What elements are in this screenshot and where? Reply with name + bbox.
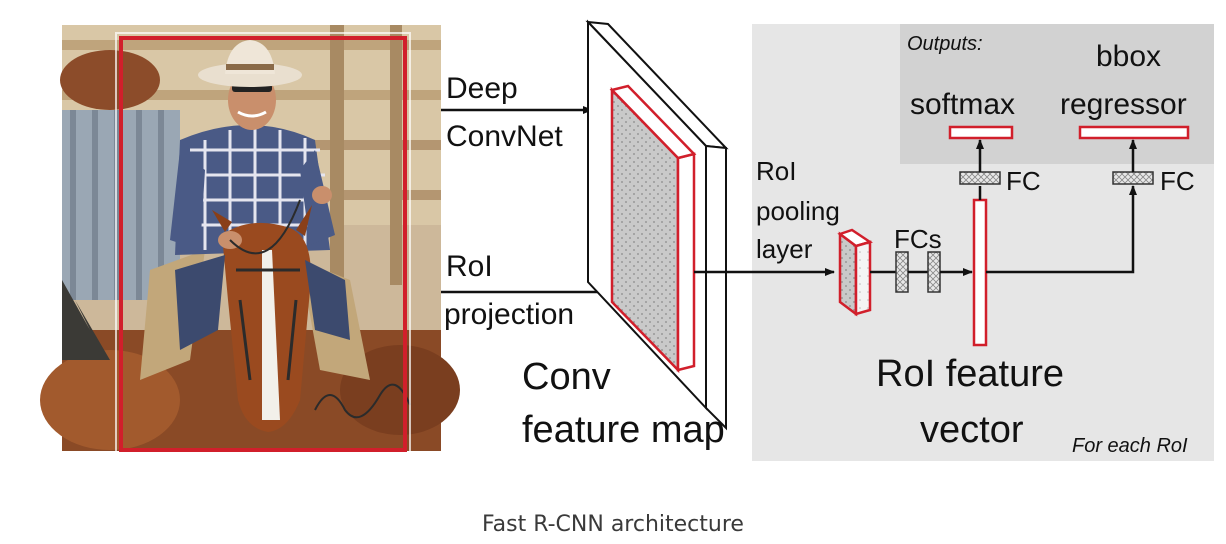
label-projection: projection bbox=[444, 298, 574, 331]
label-fc-right: FC bbox=[1160, 166, 1195, 196]
label-regressor: regressor bbox=[1060, 88, 1187, 121]
branch-line-right bbox=[986, 185, 1137, 274]
label-vector: vector bbox=[920, 409, 1024, 451]
roi-pooling-block bbox=[837, 228, 873, 317]
roi-feature-vector bbox=[972, 198, 988, 347]
label-conv: Conv bbox=[522, 356, 611, 398]
label-feature-map: feature map bbox=[522, 409, 725, 451]
label-deep: Deep bbox=[446, 72, 518, 105]
softmax-output-bar bbox=[948, 125, 1014, 140]
label-roi-pool-3: layer bbox=[756, 234, 813, 264]
fc-left-block bbox=[959, 171, 1001, 185]
label-roi-pool-2: pooling bbox=[756, 196, 840, 226]
label-convnet: ConvNet bbox=[446, 120, 563, 153]
outputs-panel-background bbox=[900, 24, 1214, 164]
label-bbox: bbox bbox=[1096, 40, 1161, 73]
label-softmax: softmax bbox=[910, 88, 1015, 121]
label-for-each-roi: For each RoI bbox=[1072, 435, 1188, 457]
fc-block-2 bbox=[927, 251, 941, 293]
bbox-output-bar bbox=[1078, 125, 1190, 140]
label-roi-pool-1: RoI bbox=[756, 156, 796, 186]
fc-block-1 bbox=[895, 251, 909, 293]
label-roi: RoI bbox=[446, 250, 493, 283]
input-image bbox=[40, 25, 460, 456]
conv-feature-map bbox=[585, 19, 729, 431]
label-outputs: Outputs: bbox=[907, 33, 983, 55]
label-fc-left: FC bbox=[1006, 166, 1041, 196]
label-fcs: FCs bbox=[894, 224, 942, 254]
label-roi-feature: RoI feature bbox=[876, 353, 1064, 395]
fc-right-block bbox=[1112, 171, 1154, 185]
figure-caption: Fast R-CNN architecture bbox=[482, 512, 744, 537]
